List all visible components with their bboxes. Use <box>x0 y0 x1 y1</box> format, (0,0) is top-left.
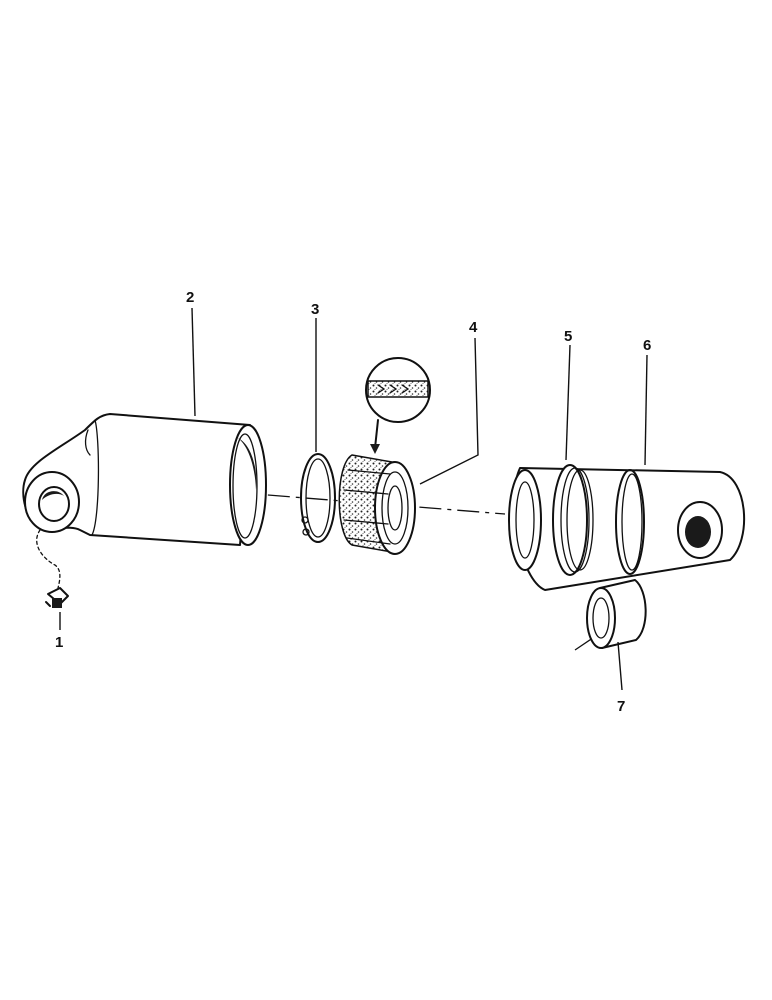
callout-label-5: 5 <box>564 328 572 345</box>
callout-label-4: 4 <box>469 319 478 336</box>
callout-label-2: 2 <box>186 289 194 306</box>
piston-assembly <box>338 357 431 555</box>
cylinder-barrel <box>22 413 267 546</box>
rod-end-assembly <box>508 464 746 591</box>
grease-fitting <box>36 529 69 608</box>
callout-label-1: 1 <box>55 634 63 651</box>
snap-ring <box>300 453 336 543</box>
callout-label-3: 3 <box>311 301 319 318</box>
callout-label-6: 6 <box>643 337 651 354</box>
callout-label-7: 7 <box>617 698 625 715</box>
bushing <box>586 579 647 649</box>
leader-lines <box>59 307 648 691</box>
